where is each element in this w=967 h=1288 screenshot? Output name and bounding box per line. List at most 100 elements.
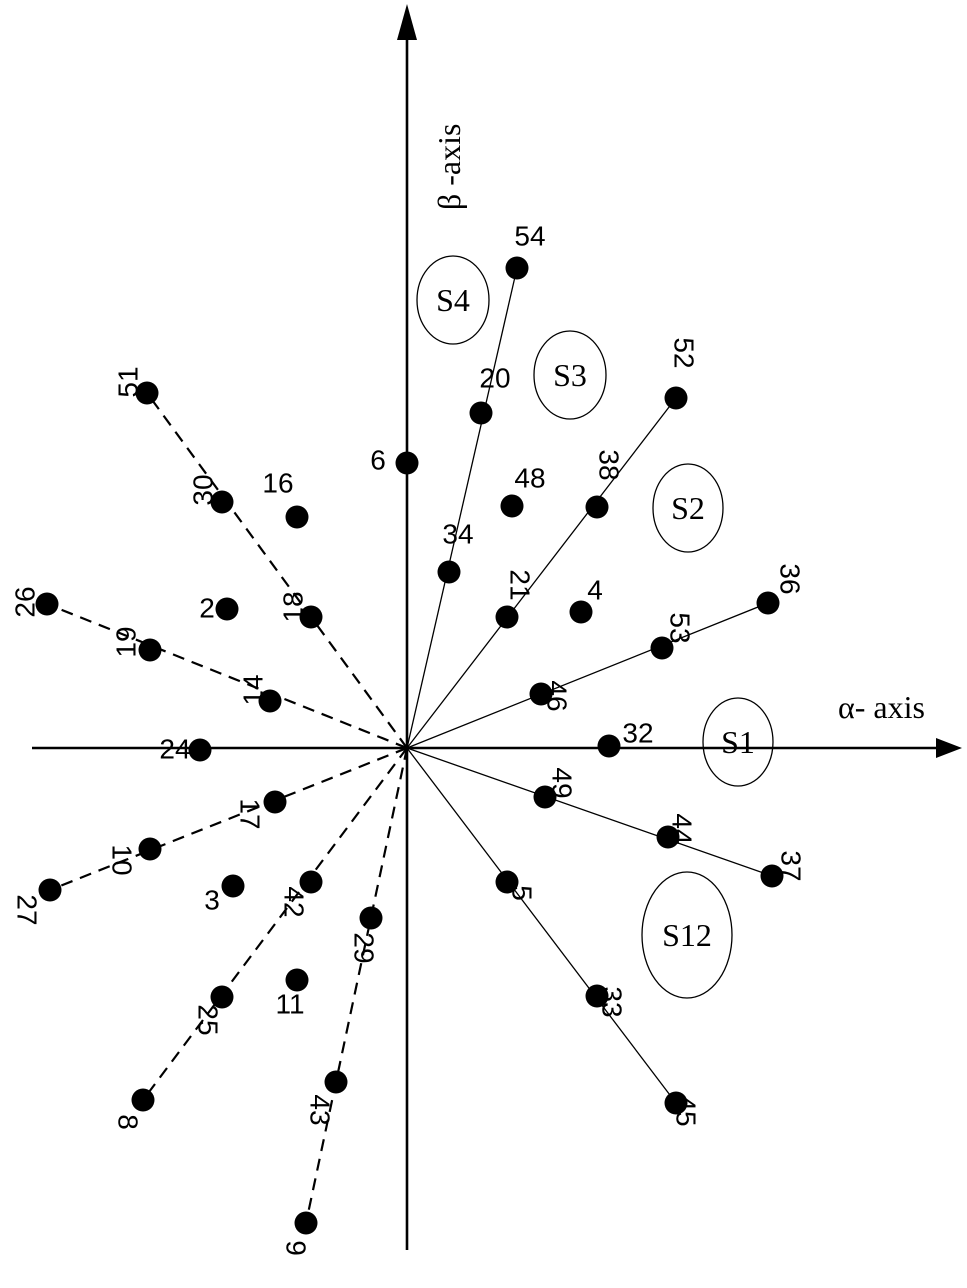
vector-point-29: [359, 906, 383, 930]
spoke-line-54: [406, 267, 518, 749]
svg-text:S2: S2: [671, 490, 705, 526]
vector-point-37: [760, 864, 784, 888]
vector-point-18: [299, 605, 323, 629]
spoke-line-26: [46, 602, 408, 750]
vector-point-26: [35, 592, 59, 616]
svg-text:S1: S1: [721, 724, 755, 760]
vector-point-54: [505, 256, 529, 280]
vector-point-30: [210, 490, 234, 514]
vector-label-46: 46: [542, 680, 573, 711]
vector-label-27: 27: [12, 894, 43, 925]
spoke-line-37: [406, 747, 773, 877]
vector-point-52: [664, 386, 688, 410]
vector-label-19: 19: [110, 626, 141, 657]
vector-label-24: 24: [159, 733, 190, 764]
vector-label-6: 6: [370, 444, 386, 475]
vector-label-42: 42: [279, 886, 310, 917]
vector-label-48: 48: [514, 462, 545, 493]
vector-point-32: [597, 734, 621, 758]
spoke-line-27: [49, 746, 408, 892]
vector-point-21: [495, 605, 519, 629]
beta-axis-label: β -axis: [431, 124, 467, 210]
vector-point-42: [299, 870, 323, 894]
spoke-line-45: [406, 747, 677, 1104]
vector-point-4: [569, 600, 593, 624]
spoke-line-9: [304, 747, 409, 1224]
vector-point-36: [756, 591, 780, 615]
vector-point-17: [263, 790, 287, 814]
vector-label-54: 54: [514, 220, 545, 251]
vector-point-49: [533, 785, 557, 809]
vector-label-52: 52: [669, 337, 700, 368]
vector-point-6: [395, 451, 419, 475]
vector-label-33: 33: [597, 986, 628, 1017]
vector-point-10: [138, 837, 162, 861]
vector-label-14: 14: [237, 674, 268, 705]
vector-point-19: [138, 638, 162, 662]
vector-label-9: 9: [281, 1240, 312, 1256]
vector-points: [35, 256, 784, 1235]
vector-label-30: 30: [187, 474, 218, 505]
vector-label-45: 45: [671, 1095, 702, 1126]
vector-point-25: [210, 985, 234, 1009]
spoke-line-36: [406, 602, 769, 749]
vector-point-45: [664, 1091, 688, 1115]
vector-label-38: 38: [594, 449, 625, 480]
sector-labels: S1 S2 S3 S4 S12: [416, 255, 774, 999]
vector-point-8: [131, 1088, 155, 1112]
sector-s4: S4: [416, 255, 490, 345]
vector-point-20: [469, 401, 493, 425]
alpha-axis-arrow: [936, 738, 962, 758]
vector-label-37: 37: [776, 850, 807, 881]
spoke-line-52: [406, 397, 677, 749]
spoke-line-11: [142, 747, 408, 1101]
vector-label-18: 18: [277, 591, 308, 622]
vector-point-53: [650, 636, 674, 660]
vector-point-11: [285, 968, 309, 992]
vector-point-51: [135, 381, 159, 405]
svg-text:S4: S4: [436, 282, 470, 318]
vector-label-36: 36: [775, 563, 806, 594]
vector-labels: 3246533621385234205464844944375334518305…: [9, 220, 806, 1255]
vector-point-38: [585, 495, 609, 519]
vector-point-16: [285, 505, 309, 529]
vector-label-10: 10: [107, 844, 138, 875]
vector-point-34: [437, 560, 461, 584]
vector-label-29: 29: [349, 932, 380, 963]
vector-label-34: 34: [442, 518, 473, 549]
sector-s2: S2: [652, 463, 724, 553]
vector-point-27: [38, 878, 62, 902]
vector-label-25: 25: [193, 1004, 224, 1035]
vector-label-32: 32: [622, 717, 653, 748]
vector-label-2: 2: [199, 592, 215, 623]
sector-s12: S12: [641, 871, 733, 999]
vector-label-53: 53: [665, 612, 696, 643]
vector-point-33: [585, 984, 609, 1008]
vector-point-9: [294, 1211, 318, 1235]
vector-point-14: [258, 689, 282, 713]
vector-point-2: [215, 597, 239, 621]
vector-label-5: 5: [507, 885, 538, 901]
vector-point-5: [495, 870, 519, 894]
vector-label-51: 51: [112, 366, 143, 397]
vector-label-49: 49: [547, 767, 578, 798]
vector-point-24: [188, 738, 212, 762]
vector-label-16: 16: [262, 467, 293, 498]
vector-label-4: 4: [587, 574, 603, 605]
vector-label-43: 43: [305, 1094, 336, 1125]
vector-label-3: 3: [204, 884, 220, 915]
sector-s1: S1: [702, 697, 774, 787]
vector-point-46: [529, 682, 553, 706]
beta-axis-arrow: [397, 4, 417, 40]
vector-label-17: 17: [235, 798, 266, 829]
alpha-axis-label: α- axis: [838, 689, 925, 725]
spoke-line-51: [146, 392, 408, 749]
vector-label-44: 44: [667, 813, 698, 844]
vector-label-21: 21: [505, 569, 536, 600]
vector-point-43: [324, 1070, 348, 1094]
svg-text:S12: S12: [662, 917, 712, 953]
vector-point-3: [221, 874, 245, 898]
vector-label-8: 8: [113, 1114, 144, 1130]
sector-s3: S3: [533, 330, 607, 420]
